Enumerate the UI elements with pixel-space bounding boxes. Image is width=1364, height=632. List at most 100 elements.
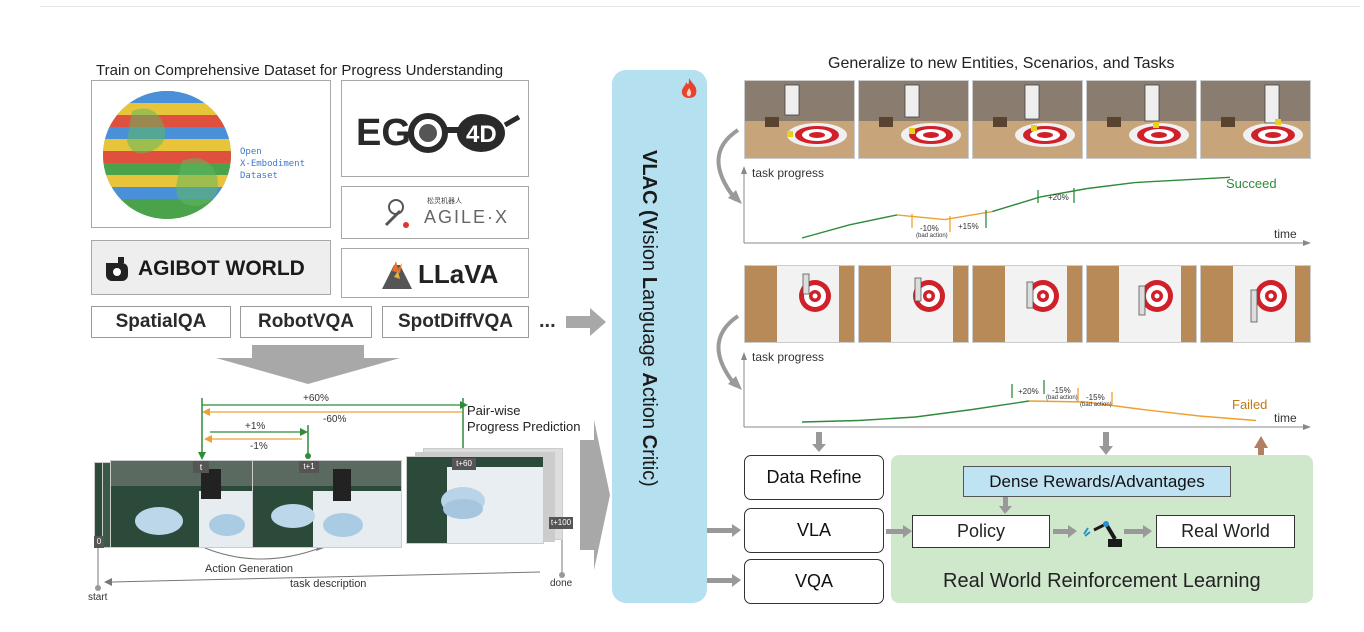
- right-title: Generalize to new Entities, Scenarios, a…: [828, 55, 1175, 72]
- robot-frame-scene: [859, 81, 968, 158]
- arrow-policy-robot-shaft: [1053, 529, 1069, 534]
- plus60-arrowhead: [460, 401, 468, 409]
- oxe-label-line1: Open: [240, 147, 262, 157]
- robot-frame-scene: [745, 266, 854, 342]
- agibot-logo: AGIBOT WORLD: [138, 257, 305, 280]
- up-arrow-brown-head: [1254, 436, 1268, 448]
- t1-marker-dot: [305, 453, 311, 459]
- chart-line-segment: [972, 400, 1030, 411]
- done-label: done: [550, 578, 573, 589]
- chart1-y-arrowhead: [741, 166, 747, 174]
- robot-frame-scene: [745, 81, 854, 158]
- start-label: start: [88, 592, 108, 603]
- pairwise-label: Pair-wise Progress Prediction: [467, 403, 580, 435]
- chart-line-segment: [1039, 187, 1088, 198]
- chart-line-segment: [992, 196, 1040, 213]
- chart-line-segment: [1134, 179, 1183, 184]
- robot-frame: [1200, 80, 1311, 159]
- chart-line-segment: [801, 419, 859, 423]
- robot-frame-scene: [859, 266, 968, 342]
- down-arrow-dense-head: [1099, 446, 1113, 455]
- arrow-to-vlac-top: [566, 308, 606, 336]
- vqa-box: VQA: [744, 559, 884, 604]
- chart2-ann-minus15a: -15%: [1052, 386, 1071, 395]
- task-description-arrowhead: [104, 578, 112, 586]
- robot-frame-scene: [1201, 81, 1310, 158]
- chart-line-segment: [915, 408, 973, 418]
- vlac-panel: [612, 70, 707, 603]
- chart1-x-arrowhead: [1303, 240, 1311, 246]
- ego4d-logo-box: EG 4D: [341, 80, 529, 177]
- pairwise-label-line1: Pair-wise: [467, 403, 521, 418]
- oxe-label-line3: Dataset: [240, 171, 278, 181]
- chart-line-segment: [1199, 415, 1257, 422]
- chart-line-segment: [944, 210, 993, 221]
- arrow-vla-policy-head: [903, 525, 912, 538]
- action-generation-arc: [204, 547, 321, 560]
- chart1-ann-plus20: +20%: [1048, 193, 1069, 202]
- start-dot: [95, 585, 101, 591]
- arrow-down-dataset: [216, 345, 400, 384]
- curve-arrow-1: [716, 128, 740, 202]
- robot-frame-scene: [973, 81, 1082, 158]
- robot-frame: [1086, 265, 1197, 343]
- real-world-box: Real World: [1156, 515, 1295, 548]
- oxe-label: Open X-Embodiment Dataset: [240, 146, 305, 182]
- frame-t: [110, 460, 260, 548]
- pairwise-label-line2: Progress Prediction: [467, 419, 581, 434]
- frame-t100-label: t+100: [549, 517, 573, 529]
- policy-box: Policy: [912, 515, 1050, 548]
- chart2-y-arrowhead: [741, 352, 747, 360]
- chart-line-segment: [801, 224, 850, 239]
- chart-line-segment: [858, 416, 916, 422]
- arrow-robot-world-head: [1143, 525, 1152, 538]
- arrow-robot-world-shaft: [1124, 529, 1144, 534]
- chart-line-segment: [849, 214, 898, 226]
- chart1-result: Succeed: [1226, 176, 1277, 191]
- chart1-ann-minus10: -10%: [920, 224, 939, 233]
- frame-t-scene: [111, 461, 259, 547]
- frame-t60-scene: [407, 457, 543, 543]
- robot-frame: [744, 265, 855, 343]
- frame-zero-label: 0: [94, 536, 104, 548]
- chart2-ann-plus20: +20%: [1018, 387, 1039, 396]
- chart-line-segment: [1142, 408, 1200, 417]
- frame-t60: [406, 456, 544, 544]
- qa-item-spotdiffvqa: SpotDiffVQA: [382, 306, 529, 338]
- plus60-label: +60%: [303, 393, 329, 404]
- chart1-ann-plus15: +15%: [958, 222, 979, 231]
- plus1-arrowhead: [300, 428, 308, 436]
- frame-t1-label: t+1: [299, 461, 319, 473]
- agilex-cn: 松灵机器人: [427, 198, 462, 205]
- oxe-logo-box: Open X-Embodiment Dataset: [91, 80, 331, 228]
- svg-text:4D: 4D: [466, 121, 497, 148]
- curve-arrowhead-1: [728, 190, 742, 204]
- minus1-label: -1%: [250, 441, 268, 452]
- robot-frame: [858, 80, 969, 159]
- robot-frame: [1200, 265, 1311, 343]
- qa-item-robotvqa: RobotVQA: [240, 306, 372, 338]
- robot-frame-scene: [1087, 266, 1196, 342]
- ego4d-logo: EG 4D: [356, 112, 521, 154]
- action-generation-label: Action Generation: [205, 563, 294, 575]
- t-marker-arrowhead: [198, 452, 206, 460]
- frame-t60-label: t+60: [452, 458, 476, 470]
- robot-frame-scene: [1201, 266, 1310, 342]
- arrow-vlac-vla-head: [732, 524, 741, 537]
- dense-rewards-box: Dense Rewards/Advantages: [963, 466, 1231, 497]
- arrow-policy-robot-head: [1068, 525, 1077, 538]
- robot-frame-scene: [973, 266, 1082, 342]
- qa-item-spatialqa: SpatialQA: [91, 306, 231, 338]
- chart2-lines: [801, 380, 1257, 423]
- chart2-x-arrowhead: [1303, 424, 1311, 430]
- chart2-ylabel: task progress: [752, 350, 825, 364]
- frame-t1-scene: [253, 461, 401, 547]
- chart1-ann-bad1: (bad action): [916, 233, 948, 239]
- curve-arrowhead-2: [728, 376, 742, 390]
- chart-line-segment: [1182, 176, 1231, 181]
- agilex-logo: AGILE·X: [424, 207, 510, 227]
- minus60-label: -60%: [323, 414, 347, 425]
